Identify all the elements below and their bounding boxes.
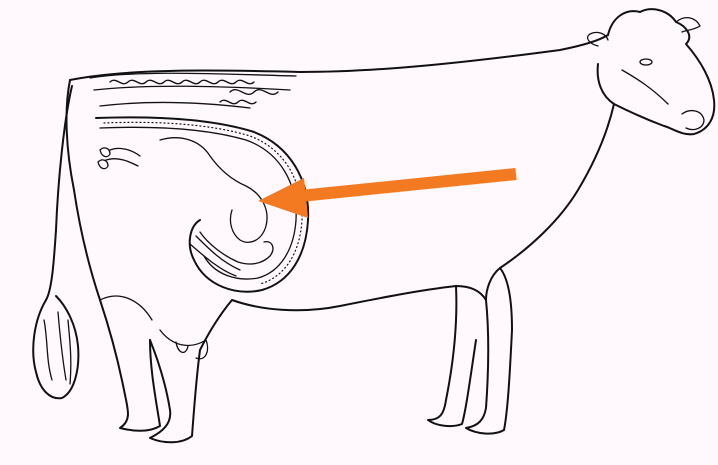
diagram-canvas: [0, 0, 718, 465]
cow-anatomy-diagram: [0, 0, 718, 465]
